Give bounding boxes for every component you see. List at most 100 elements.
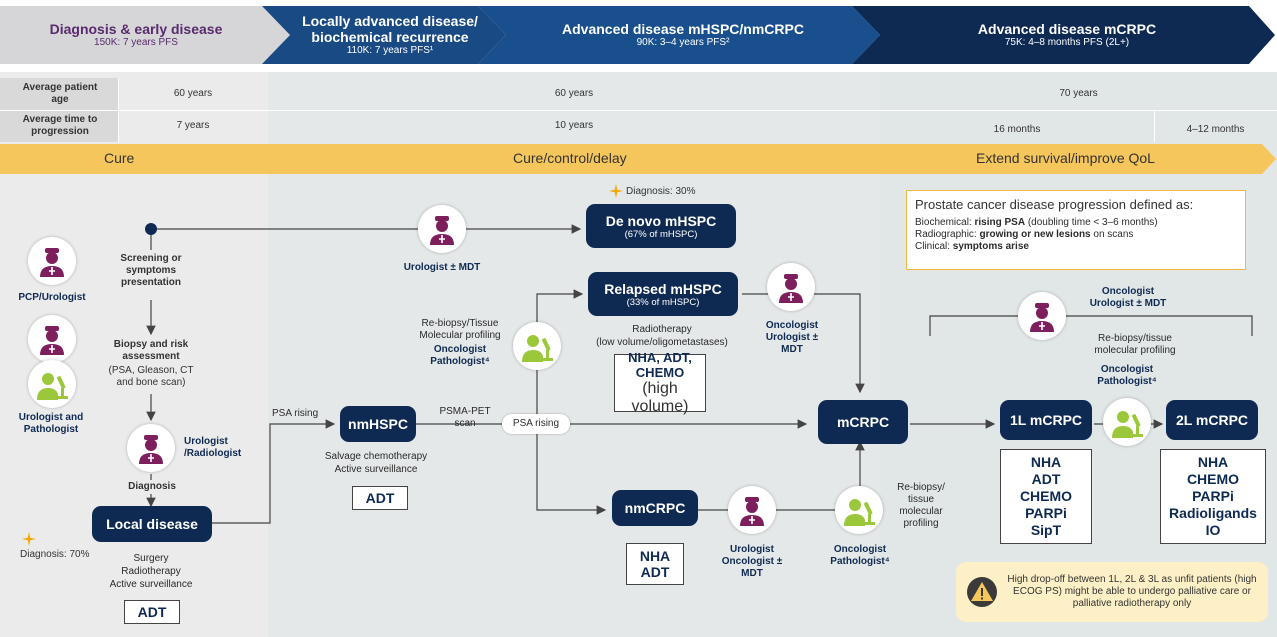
nha-adt-chemo-sub: (high volume) — [631, 380, 689, 415]
band-extend: Extend survival/improve QoL — [976, 150, 1155, 166]
doctor-icon — [28, 237, 76, 285]
dropoff-warning: High drop-off between 1L, 2L & 3L as unf… — [956, 562, 1268, 622]
nmcrpc-box: NHA ADT — [626, 543, 684, 585]
2l-treatment-box: NHA CHEMO PARPi Radioligands IO — [1160, 449, 1266, 544]
doctor-icon — [127, 424, 175, 472]
doctor-icon — [418, 205, 466, 253]
chevron-stage-4 — [852, 6, 1275, 64]
bio-detail: (doubling time < 3–6 months) — [1025, 217, 1158, 228]
stage-4-title: Advanced disease mCRPC — [977, 21, 1157, 37]
diagnosis-30-label: Diagnosis: 30% — [626, 186, 696, 197]
goal-band — [0, 144, 1276, 174]
1l-tx-2: ADT — [1031, 471, 1061, 487]
relapsed-mhspc-sub: (33% of mHSPC) — [626, 296, 700, 308]
mcrpc-label: mCRPC — [836, 414, 890, 430]
biopsy-sub: (PSA, Gleason, CT and bone scan) — [108, 365, 194, 388]
stage-2-sub: 110K: 7 years PFS¹ — [346, 45, 434, 56]
stage-4-header: Advanced disease mCRPC 75K: 4–8 months P… — [882, 6, 1252, 64]
pcp-urologist-label: PCP/Urologist — [18, 292, 86, 303]
star-icon — [22, 532, 36, 546]
1l-tx-3: CHEMO — [1019, 488, 1073, 504]
2l-mcrpc-label: 2L mCRPC — [1175, 412, 1249, 428]
2l-tx-5: IO — [1205, 522, 1221, 538]
doctor-icon — [767, 263, 815, 311]
rad-detail: on scans — [1090, 229, 1134, 240]
radiotherapy-label: Radiotherapy — [632, 324, 692, 335]
right-oncologist-pathologist: Oncologist Pathologist⁴ — [1097, 364, 1157, 387]
nmcrpc-box-line-1: NHA — [639, 548, 671, 564]
relapsed-mhspc-label: Relapsed mHSPC — [604, 280, 722, 297]
microscope-doctor-icon — [513, 322, 561, 370]
local-disease-label: Local disease — [106, 516, 198, 532]
table-col-divider-2 — [1154, 111, 1155, 142]
chevron-stage-2 — [262, 6, 506, 64]
band-control: Cure/control/delay — [513, 150, 627, 166]
progression-definition-box: Prostate cancer disease progression defi… — [906, 190, 1246, 270]
rad-label: Radiographic: — [915, 229, 980, 240]
nmcrpc-node[interactable]: nmCRPC — [612, 490, 698, 526]
oncologist-pathologist-label-2: Oncologist Pathologist⁴ — [830, 544, 890, 567]
2l-mcrpc-node[interactable]: 2L mCRPC — [1166, 400, 1258, 440]
rebiopsy-label-2: Re-biopsy/ tissue molecular profiling — [897, 482, 945, 529]
2l-tx-4: Radioligands — [1169, 505, 1257, 521]
salvage-2: Active surveillance — [334, 464, 418, 475]
1l-treatment-box: NHA ADT CHEMO PARPi SipT — [1000, 449, 1092, 544]
2l-tx-2: CHEMO — [1186, 471, 1240, 487]
nmhspc-node[interactable]: nmHSPC — [340, 406, 416, 442]
doctor-icon — [28, 315, 76, 363]
ttp-2l: 4–12 months — [1186, 124, 1245, 135]
right-oncologist-urologist-mdt: Oncologist Urologist ± MDT — [1089, 286, 1167, 309]
psa-rising-badge: PSA rising — [502, 414, 570, 434]
oncologist-pathologist-label: Oncologist Pathologist⁴ — [430, 344, 490, 367]
stage-chevrons — [0, 6, 1275, 64]
screening-label: Screening or symptoms presentation — [120, 253, 182, 288]
bio-value: rising PSA — [974, 217, 1026, 228]
warning-icon — [967, 577, 997, 607]
1l-mcrpc-node[interactable]: 1L mCRPC — [1000, 400, 1092, 440]
right-rebiopsy-label: Re-biopsy/tissue molecular profiling — [1094, 333, 1176, 356]
ttp-label: Average time to progression — [22, 114, 98, 137]
stage-3-sub: 90K: 3–4 years PFS² — [636, 37, 730, 48]
table-col-divider — [118, 78, 119, 142]
doctor-icon — [728, 486, 776, 534]
age-advanced: 60 years — [554, 88, 594, 99]
urologist-pathologist-label: Urologist and Pathologist — [18, 412, 84, 435]
age-label: Average patient age — [22, 82, 98, 105]
cli-value: symptoms arise — [952, 241, 1029, 252]
1l-tx-1: NHA — [1030, 454, 1062, 470]
age-early: 60 years — [173, 88, 213, 99]
2l-tx-1: NHA — [1197, 454, 1229, 470]
star-icon — [609, 184, 623, 198]
1l-tx-5: SipT — [1030, 522, 1062, 538]
dropoff-warning-text: High drop-off between 1L, 2L & 3L as unf… — [1007, 574, 1257, 609]
stage-3-header: Advanced disease mHSPC/nmCRPC 90K: 3–4 y… — [508, 6, 858, 64]
nmcrpc-box-line-2: ADT — [640, 564, 670, 580]
chevron-stage-1 — [0, 6, 290, 64]
relapsed-mhspc-node[interactable]: Relapsed mHSPC (33% of mHSPC) — [588, 272, 738, 316]
table-row-divider — [0, 110, 1277, 111]
stage-1-title: Diagnosis & early disease — [49, 21, 223, 37]
microscope-doctor-icon — [1103, 398, 1151, 446]
denovo-mhspc-sub: (67% of mHSPC) — [624, 228, 698, 240]
progression-radiographic: Radiographic: growing or new lesions on … — [915, 229, 1237, 241]
1l-mcrpc-label: 1L mCRPC — [1009, 412, 1083, 428]
local-tx-2: Radiotherapy — [121, 566, 181, 577]
rebiopsy-label: Re-biopsy/Tissue Molecular profiling — [419, 318, 501, 341]
2l-tx-3: PARPi — [1192, 488, 1234, 504]
nmhspc-adt-box: ADT — [352, 486, 408, 510]
mcrpc-node[interactable]: mCRPC — [818, 400, 908, 444]
urologist-oncologist-mdt-label: Urologist Oncologist ± MDT — [721, 544, 783, 579]
ttp-1l: 16 months — [993, 124, 1041, 135]
1l-tx-4: PARPi — [1025, 505, 1067, 521]
stage-1-header: Diagnosis & early disease 150K: 7 years … — [0, 6, 272, 64]
local-adt-box: ADT — [124, 600, 180, 624]
stage-2-header: Locally advanced disease/ biochemical re… — [292, 6, 488, 64]
denovo-mhspc-node[interactable]: De novo mHSPC (67% of mHSPC) — [586, 204, 736, 248]
stage-2-title: Locally advanced disease/ biochemical re… — [302, 13, 478, 45]
local-tx-3: Active surveillance — [109, 579, 193, 590]
nha-adt-chemo-box: NHA, ADT, CHEMO (high volume) — [614, 350, 706, 415]
microscope-doctor-icon — [28, 360, 76, 408]
nmcrpc-label: nmCRPC — [624, 500, 686, 516]
urologist-radiologist-label: Urologist /Radiologist — [184, 436, 242, 459]
local-disease-node[interactable]: Local disease — [92, 506, 212, 542]
